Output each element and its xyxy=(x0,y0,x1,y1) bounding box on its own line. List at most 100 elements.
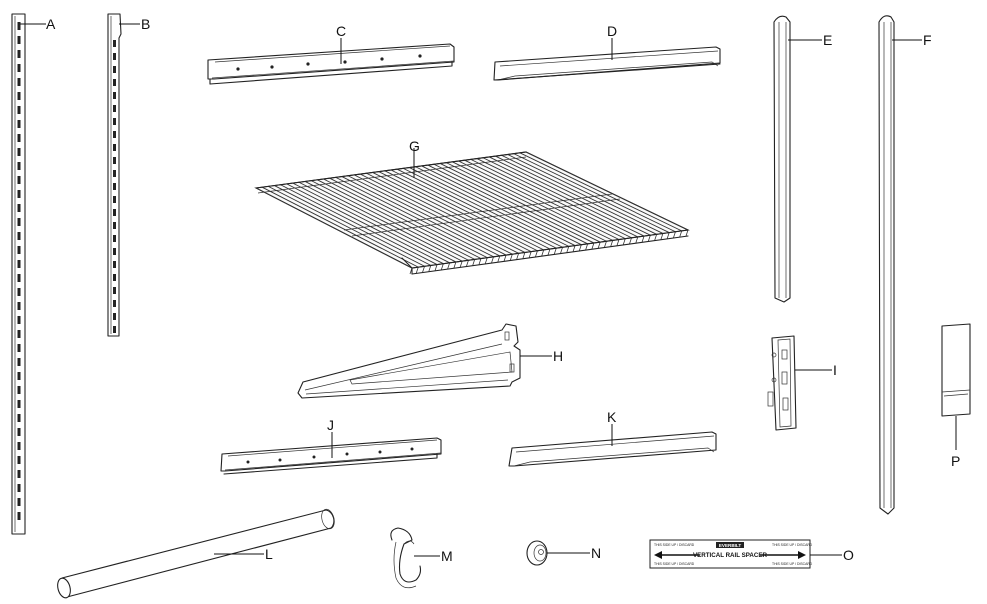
rail-slot xyxy=(17,302,21,310)
rail-slot xyxy=(17,470,21,478)
rail-slot xyxy=(17,218,21,226)
corner-note: THIS SIDE UP / DISCARD xyxy=(772,543,813,547)
shelf-wire xyxy=(286,183,444,265)
shelf-wire-lip xyxy=(566,246,570,253)
shelf-wire-lip xyxy=(647,235,651,242)
shelf-wire-lip xyxy=(434,264,438,271)
shelf-wire xyxy=(353,174,513,255)
part-n-rod-end-cap xyxy=(526,540,590,566)
rail-slot xyxy=(113,105,116,112)
shelf-wire xyxy=(360,173,519,254)
rail-slot xyxy=(17,400,21,408)
label-o: O xyxy=(843,547,854,563)
rail-slot xyxy=(17,22,21,30)
mounting-holes xyxy=(246,447,414,464)
shelf-wire-lip xyxy=(547,248,551,256)
shelf-wire-lip xyxy=(685,229,689,237)
label-n: N xyxy=(591,545,601,561)
shelf-wire xyxy=(495,155,657,235)
shelf-wire xyxy=(384,170,544,251)
rail-slot xyxy=(113,196,116,203)
rail-slot xyxy=(17,484,21,492)
shelf-wire-lip xyxy=(491,256,494,263)
shelf-wire xyxy=(268,185,425,267)
rail-slot xyxy=(17,316,21,324)
shelf-wire xyxy=(488,156,651,236)
shelf-wire-lip xyxy=(447,262,451,269)
shelf-wire xyxy=(470,158,632,239)
part-j-hang-track xyxy=(220,432,442,475)
shelf-wire xyxy=(433,163,595,244)
label-p: P xyxy=(951,453,960,469)
rail-slot xyxy=(113,209,116,216)
rail-slot xyxy=(17,232,21,240)
shelf-wire xyxy=(329,177,488,259)
rail-slot xyxy=(113,40,116,47)
label-g: G xyxy=(409,138,420,154)
rail-slot xyxy=(17,512,21,520)
shelf-wire-lip xyxy=(660,233,664,240)
shelf-wire xyxy=(396,168,557,249)
shelf-wire xyxy=(421,165,582,246)
shelf-wire xyxy=(347,175,507,256)
mounting-holes xyxy=(236,54,422,71)
shelf-wire-lip xyxy=(459,260,463,268)
label-k: K xyxy=(607,409,617,425)
rail-slot xyxy=(17,428,21,436)
part-p-end-cap xyxy=(941,323,971,450)
shelf-wire xyxy=(261,186,419,268)
label-h: H xyxy=(553,348,563,364)
shelf-wire-lip xyxy=(572,245,576,252)
rail-slot xyxy=(113,274,116,281)
shelf-wire xyxy=(372,172,532,252)
arrow-left-icon xyxy=(654,551,700,559)
shelf-wire-lip xyxy=(553,248,557,255)
rail-slot xyxy=(17,190,21,198)
shelf-wire-lip xyxy=(679,230,683,237)
part-l-closet-rod xyxy=(57,508,335,599)
shelf-wire-lip xyxy=(497,255,501,263)
shelf-wire-lip xyxy=(535,250,538,257)
part-f-vertical-cover-long xyxy=(878,15,922,515)
shelf-wire-lip xyxy=(610,240,614,247)
part-e-vertical-cover-short xyxy=(773,15,822,303)
shelf-wire-lip xyxy=(585,243,589,250)
shelf-wire-lip xyxy=(478,258,482,265)
rail-slot xyxy=(17,344,21,352)
rail-slot xyxy=(17,372,21,380)
shelf-wire xyxy=(482,157,645,237)
rail-slot xyxy=(113,326,116,333)
rail-slot xyxy=(17,148,21,156)
shelf-wire-lip xyxy=(509,254,513,261)
shelf-wire-lip xyxy=(528,251,532,258)
corner-note: THIS SIDE UP / DISCARD xyxy=(654,562,695,566)
rail-slot xyxy=(113,79,116,86)
rail-slot xyxy=(17,442,21,450)
label-a: A xyxy=(46,16,56,32)
rail-slot xyxy=(113,118,116,125)
rail-slot xyxy=(17,50,21,58)
label-d: D xyxy=(607,23,617,39)
shelf-wire-lip xyxy=(516,253,520,260)
rail-slot xyxy=(17,78,21,86)
rail-slot xyxy=(113,313,116,320)
shelf-wire xyxy=(298,181,457,263)
rail-slot xyxy=(17,274,21,282)
part-m-rod-support xyxy=(390,527,440,589)
shelf-wire xyxy=(458,160,620,240)
rail-slot xyxy=(17,162,21,170)
rail-slot xyxy=(17,134,21,142)
shelf-wire xyxy=(317,179,475,260)
shelf-wire xyxy=(323,178,482,259)
shelf-wire xyxy=(507,154,670,233)
shelf-wire xyxy=(525,151,689,231)
shelf-wire-lip xyxy=(622,238,626,245)
rail-slot xyxy=(113,170,116,177)
shelf-wire-lip xyxy=(472,259,476,266)
shelf-wire-lip xyxy=(578,244,582,251)
shelf-wire-lip xyxy=(560,247,563,254)
shelf-wire-lip xyxy=(666,232,670,239)
rail-slot xyxy=(17,330,21,338)
spacer-title: VERTICAL RAIL SPACER xyxy=(693,552,767,559)
